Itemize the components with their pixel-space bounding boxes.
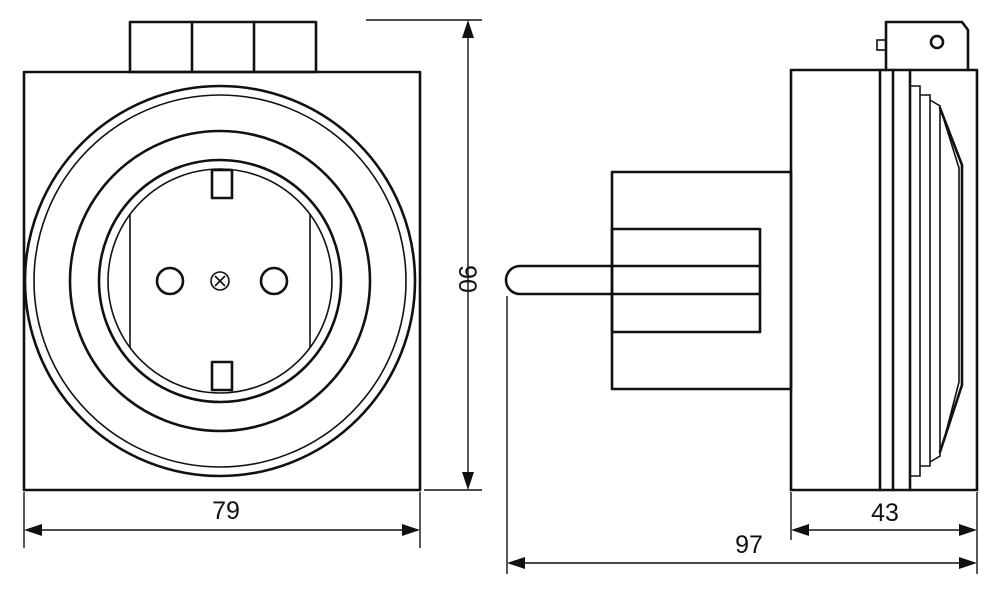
outer-ring (23, 84, 417, 478)
dimension-width-79: 79 (23, 492, 421, 548)
earth-clip-bottom (210, 360, 234, 392)
dimension-height-90: 90 (366, 19, 482, 491)
length-label: 97 (735, 531, 763, 559)
top-connector (128, 20, 318, 74)
side-view (504, 20, 979, 492)
front-housing (22, 70, 422, 492)
lid-dome (938, 106, 964, 454)
height-label: 90 (453, 265, 481, 293)
lid-step-3 (929, 99, 941, 463)
width-label: 79 (212, 497, 240, 525)
outer-ring-inner-edge (33, 94, 407, 468)
pin-hole-right (259, 266, 289, 296)
plug-pin (504, 264, 614, 296)
front-view (22, 20, 422, 492)
earth-clip-top (210, 168, 234, 200)
dimension-length-97: 97 (506, 296, 977, 574)
pin-hole-left (155, 266, 185, 296)
plug-body (610, 170, 793, 391)
center-screw-icon (210, 271, 230, 291)
depth-label: 43 (871, 499, 899, 527)
dimension-depth-43: 43 (790, 492, 978, 574)
lid-hinge (876, 20, 970, 72)
socket-cup-rim (97, 158, 343, 404)
lid-step-2 (920, 94, 931, 467)
lid-step-1 (910, 85, 921, 477)
lid-dome-inner (943, 119, 960, 441)
middle-ring (68, 129, 372, 433)
